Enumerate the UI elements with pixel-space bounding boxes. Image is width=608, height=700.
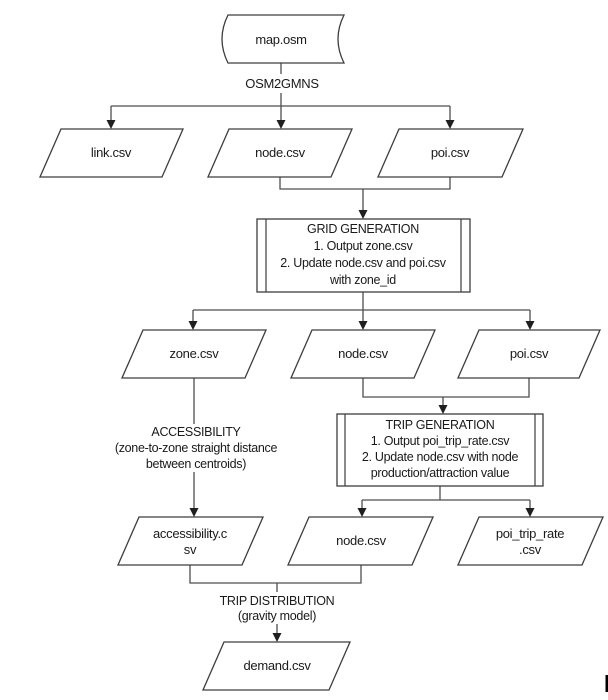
demand-csv-parallelogram [202,641,351,691]
merge3-acc-node [189,565,362,584]
link-csv-label: link.csv [91,145,132,160]
grid-generation-box [256,218,471,293]
zone-csv-parallelogram [121,329,267,379]
accessibility-label: ACCESSIBILITY (zone-to-zone straight dis… [115,425,278,471]
trip-generation-rect [336,413,544,487]
accessibility-note2: between centroids) [146,457,246,471]
node-csv-row1-label: node.csv [255,145,305,160]
poi-trip-rate-csv-parallelogram [457,516,604,566]
accessibility-csv-line1: accessibility.c [153,526,228,541]
merge1-node-poi [279,177,451,190]
demand-csv-label: demand.csv [243,658,311,673]
map-osm-label: map.osm [255,32,306,47]
accessibility-label-bg [100,424,292,472]
arrowhead-poi2 [525,321,535,330]
merge2-node-poi [362,378,530,398]
zone-csv-label: zone.csv [170,346,220,361]
osm2gmns-label: OSM2GMNS [245,76,319,91]
grid-generation-step2b: with zone_id [329,273,396,287]
trip-generation-step2b: production/attraction value [371,466,510,480]
trip-generation-step2: 2. Update node.csv with node [362,450,519,464]
arrowhead-node1 [276,120,286,129]
grid-generation-text: GRID GENERATION 1. Output zone.csv 2. Up… [280,222,447,287]
trip-distribution-label: TRIP DISTRIBUTION (gravity model) [220,594,335,623]
poi-csv-row2-label: poi.csv [510,346,549,361]
accessibility-title: ACCESSIBILITY [151,425,241,439]
arrowheads [106,120,535,642]
arrowhead-accessibility [189,508,199,517]
trip-distribution-title: TRIP DISTRIBUTION [220,594,335,608]
arrowhead-trip [438,405,448,414]
node-csv-row3-label: node.csv [336,533,386,548]
accessibility-csv-label: accessibility.c sv [153,526,228,557]
poi-csv-row1-label: poi.csv [431,145,470,160]
poi-csv-row1-parallelogram [377,128,524,178]
arrowhead-link [106,120,116,129]
accessibility-note1: (zone-to-zone straight distance [115,441,278,455]
node-csv-row2-parallelogram [290,329,436,379]
arrowhead-poi1 [445,120,455,129]
grid-generation-side-bars [265,219,462,292]
node-csv-row1-parallelogram [207,128,353,178]
arrowhead-grid [358,210,368,219]
trip-distribution-note: (gravity model) [238,609,316,623]
map-osm-stored-data-shape [221,14,346,64]
grid-generation-title: GRID GENERATION [307,222,419,236]
osm2gmns-label-bg [236,74,328,93]
arrowhead-node3 [357,508,367,517]
trip-distribution-label-bg [205,592,350,624]
arrowhead-ptr [525,508,535,517]
grid-generation-rect [256,218,471,293]
poi-trip-rate-csv-label: poi_trip_rate .csv [496,526,565,557]
trip-generation-title: TRIP GENERATION [386,418,495,432]
trip-generation-side-bars [344,414,536,486]
accessibility-csv-parallelogram [117,516,264,566]
grid-generation-step1: 1. Output zone.csv [314,239,414,253]
arrowhead-demand [272,633,282,642]
link-csv-parallelogram [39,128,184,178]
node-csv-row2-label: node.csv [338,346,388,361]
arrowhead-zone [188,321,198,330]
trip-generation-text: TRIP GENERATION 1. Output poi_trip_rate.… [362,418,519,480]
text-cursor [605,675,608,692]
trip-generation-box [336,413,544,487]
poi-csv-row2-parallelogram [457,329,601,379]
grid-generation-step2: 2. Update node.csv and poi.csv [280,256,446,270]
poi-trip-rate-line1: poi_trip_rate [496,526,564,541]
poi-trip-rate-line2: .csv [519,542,542,557]
arrowhead-node2 [358,321,368,330]
node-csv-row3-parallelogram [287,516,434,566]
accessibility-csv-line2: sv [184,542,197,557]
trip-generation-step1: 1. Output poi_trip_rate.csv [371,434,511,448]
